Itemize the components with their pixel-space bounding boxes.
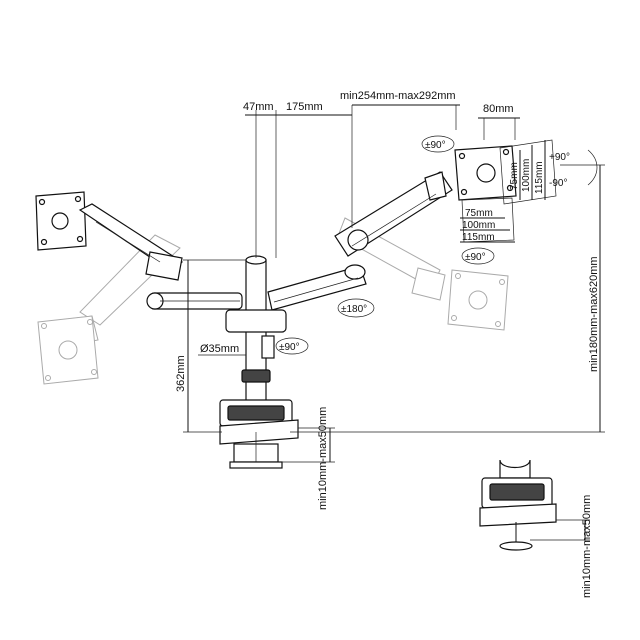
grommet-thickness-label: min10mm-max50mm xyxy=(581,495,593,598)
head-tilt-label: ±90° xyxy=(425,140,446,151)
pole-height-label: 362mm xyxy=(175,355,187,392)
base-rotation-label: ±90° xyxy=(279,342,300,353)
vesa-100-w-label: 100mm xyxy=(462,220,495,231)
ghost-right-monitor-plate xyxy=(447,269,509,331)
pole-hub xyxy=(225,309,287,383)
right-upper-arm xyxy=(334,171,453,257)
vesa-75-w-label: 75mm xyxy=(465,208,493,219)
swivel-lower-label: ±90° xyxy=(465,252,486,263)
arm-segment-label: 175mm xyxy=(286,101,323,113)
rotation-arrows xyxy=(275,135,598,355)
pole-diameter-label: Ø35mm xyxy=(200,343,239,355)
left-monitor-plate xyxy=(35,191,87,251)
clamp-thickness-label: min10mm-max50mm xyxy=(317,407,329,510)
right-monitor-plate xyxy=(454,145,517,201)
portrait-down-label: -90° xyxy=(549,178,567,189)
right-lower-arm xyxy=(267,264,367,311)
arm-rotation-label: ±180° xyxy=(341,304,367,315)
top-offset-label: 47mm xyxy=(243,101,274,113)
arm-span-label: min254mm-max292mm xyxy=(340,90,456,102)
vesa-100-h-label: 100mm xyxy=(521,159,532,192)
left-lower-arm xyxy=(146,292,243,310)
vesa-75-h-label: 75mm xyxy=(509,162,520,190)
dimension-lines xyxy=(183,104,605,541)
ghost-left-monitor-plate xyxy=(37,315,99,385)
vesa-115-h-label: 115mm xyxy=(534,161,545,194)
left-upper-arm xyxy=(78,203,183,281)
grommet-mount-inset xyxy=(479,459,557,551)
vesa-pattern-frame xyxy=(461,139,557,243)
vesa-115-w-label: 115mm xyxy=(462,232,495,243)
height-range-label: min180mm-max620mm xyxy=(588,256,600,372)
desk-clamp-base xyxy=(219,399,299,469)
portrait-up-label: +90° xyxy=(549,152,570,163)
mount-offset-label: 80mm xyxy=(483,103,514,115)
